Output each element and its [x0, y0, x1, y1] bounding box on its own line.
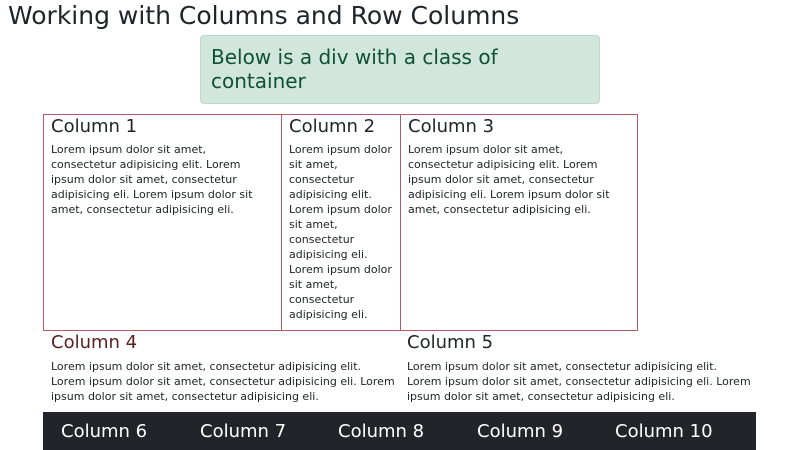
column-3: Column 3 Lorem ipsum dolor sit amet, con… — [400, 114, 638, 331]
column-2-title: Column 2 — [289, 116, 376, 137]
dark-row-item-8: Column 8 — [338, 421, 425, 442]
column-4-title: Column 4 — [51, 332, 138, 353]
dark-row-item-10: Column 10 — [615, 421, 713, 442]
column-4-text: Lorem ipsum dolor sit amet, consectetur … — [51, 360, 395, 403]
column-2-text: Lorem ipsum dolor sit amet, consectetur … — [289, 143, 392, 321]
column-4: Column 4 Lorem ipsum dolor sit amet, con… — [51, 331, 397, 404]
dark-row-item-7: Column 7 — [200, 421, 287, 442]
dark-row: Column 6 Column 7 Column 8 Column 9 Colu… — [43, 412, 756, 450]
column-3-title: Column 3 — [408, 116, 495, 137]
column-1-text: Lorem ipsum dolor sit amet, consectetur … — [51, 143, 253, 216]
column-1: Column 1 Lorem ipsum dolor sit amet, con… — [43, 114, 282, 331]
column-5-text: Lorem ipsum dolor sit amet, consectetur … — [407, 360, 751, 403]
column-2: Column 2 Lorem ipsum dolor sit amet, con… — [281, 114, 401, 331]
column-3-text: Lorem ipsum dolor sit amet, consectetur … — [408, 143, 610, 216]
column-5: Column 5 Lorem ipsum dolor sit amet, con… — [407, 331, 753, 404]
page-title: Working with Columns and Row Columns — [8, 1, 520, 30]
column-1-title: Column 1 — [51, 116, 138, 137]
column-5-title: Column 5 — [407, 332, 494, 353]
dark-row-item-9: Column 9 — [477, 421, 564, 442]
container-note: Below is a div with a class of container — [200, 35, 600, 104]
dark-row-item-6: Column 6 — [61, 421, 148, 442]
